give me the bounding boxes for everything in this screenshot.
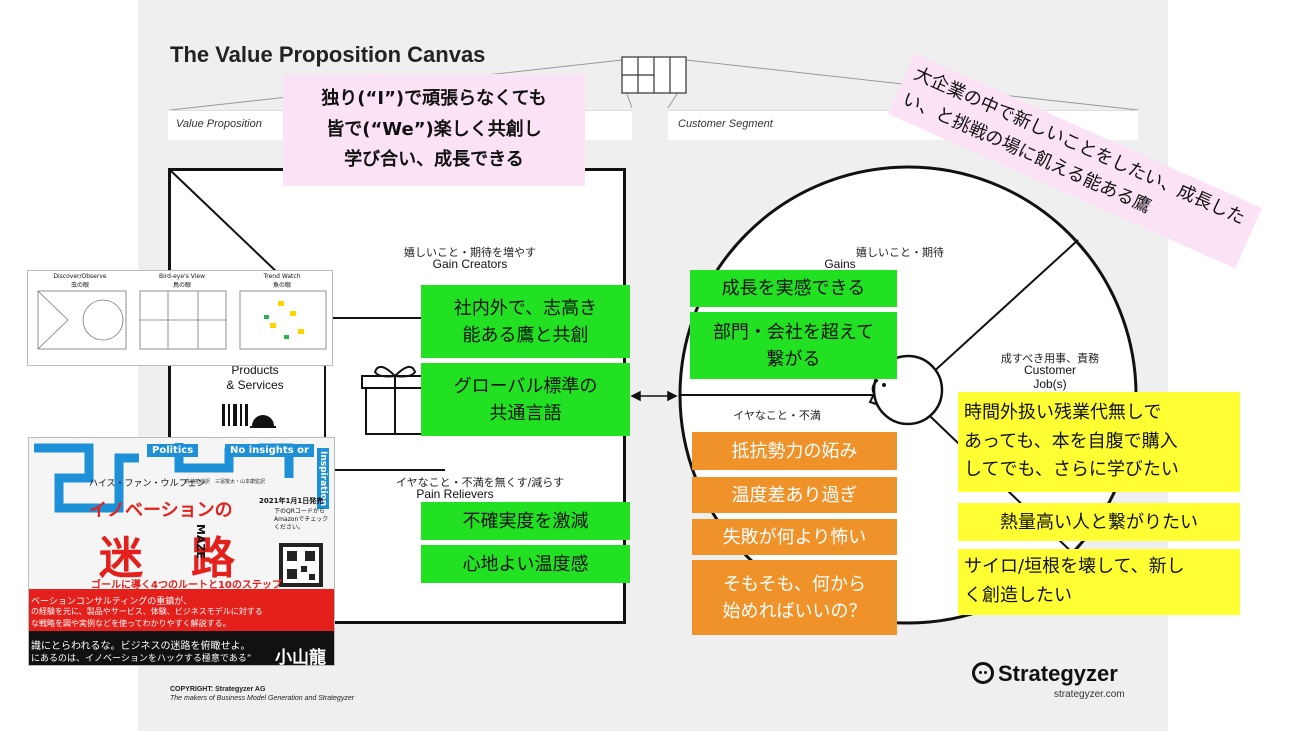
pain-note: 温度差あり過ぎ (692, 477, 897, 513)
job-note: 熱量高い人と繋がりたい (958, 503, 1240, 541)
book-cover: Politics No insights or Inspiration ハイス・… (28, 437, 335, 666)
book-tag-politics: Politics (147, 444, 199, 457)
thumb-panel-title: Bird-eye's View (159, 273, 205, 280)
customer-segment-label: Customer Segment (678, 118, 773, 130)
strategyzer-logo: Strategyzer (998, 661, 1118, 686)
footer-makers: The makers of Business Model Generation … (170, 695, 355, 702)
book-endorser: 小山龍介 (275, 648, 326, 666)
pain-relievers-label: Pain Relievers (416, 487, 494, 501)
products-services-label: Products & Services (226, 363, 284, 392)
strategyzer-logo-icon (972, 662, 994, 684)
maze-decoration (29, 443, 334, 665)
pain-note: そもそも、何から 始めればいいの？ (692, 560, 897, 635)
thumb-panel-sub: 虫の眼 (70, 282, 89, 289)
job-note: 時間外扱い残業代無しで あっても、本を自腹で購入 してでも、さらに学びたい (958, 392, 1240, 492)
book-translators: 高崎拓哉訳 三冨敬太・山本康監訳 (185, 479, 266, 485)
pain-note: 失敗が何より怖い (692, 519, 897, 555)
pain-reliever-note: 不確実度を激減 (421, 502, 630, 540)
jobs-label: Customer Job(s) (1023, 363, 1076, 392)
gain-note: 部門・会社を超えて 繋がる (690, 312, 897, 379)
gain-note: 成長を実感できる (690, 270, 897, 307)
gain-creator-note: 社内外で、志高き 能ある鷹と共創 (421, 285, 630, 358)
book-blurb: ベーションコンサルティングの重鎮が、 (31, 597, 193, 607)
book-tagline: ゴールに導く4つのルートと10のステップ (91, 580, 282, 591)
pain-note: 抵抗勢力の妬み (692, 432, 897, 470)
pain-relievers-jp-label: イヤなこと・不満を無くす/減らす (395, 476, 565, 489)
thumb-panel-title: Discover/Observe (53, 273, 107, 280)
product-note: グローバル標準の 共通言語 (421, 363, 630, 436)
thumb-panel-sub: 鳥の眼 (172, 282, 191, 289)
book-qr-text: 下のQRコードから Amazonでチェック ください。 (274, 508, 329, 531)
value-proposition-pink-note: 独り(“I”)で頑張らなくても 皆で(“We”)楽しく共創し 学び合い、成長でき… (283, 74, 585, 186)
book-subtitle: イノベーションの (89, 500, 233, 521)
book-release: 2021年1月1日発売 (259, 497, 324, 505)
gains-label: Gains (824, 257, 856, 271)
canvas-title: The Value Proposition Canvas (170, 42, 486, 67)
thumb-panel-sub: 魚の眼 (272, 282, 291, 289)
gain-creators-label: Gain Creators (432, 257, 508, 271)
three-eyes-thumbnail: Discover/Observe 虫の眼 Bird-eye's View 鳥の眼… (27, 270, 333, 366)
book-author: ハイス・ファン・ウルフェン (89, 479, 206, 489)
book-blurb: の経験を元に、製品やサービス、体験、ビジネスモデルに対する (31, 607, 263, 616)
strategyzer-url: strategyzer.com (1054, 689, 1125, 700)
footer-copyright: COPYRIGHT: Strategyzer AG (170, 686, 266, 693)
book-blurb: な戦略を図や実例などを使ってわかりやすく解説する。 (31, 619, 231, 628)
book-tag-no-insights: No insights or (225, 444, 314, 457)
book-quote: 識にとらわれるな。ビジネスの迷路を俯瞰せよ。 (31, 641, 251, 652)
value-proposition-label: Value Proposition (176, 118, 262, 130)
job-note: サイロ/垣根を壊して、新し く創造したい (958, 549, 1240, 615)
thumb-panel-title: Trend Watch (263, 273, 301, 280)
pain-reliever-note: 心地よい温度感 (421, 545, 630, 583)
thumb-drawings (37, 290, 327, 350)
jobs-jp-label: 成すべき用事、責務 (1000, 352, 1100, 365)
book-title: 迷 路 (99, 533, 237, 584)
gains-jp-label: 嬉しいこと・期待 (856, 246, 944, 259)
book-maze-en: MAZE (194, 524, 207, 559)
gain-creators-jp-label: 嬉しいこと・期待を増やす (404, 246, 536, 259)
pains-jp-label: イヤなこと・不満 (733, 409, 821, 422)
book-quote: にあるのは、イノベーションをハックする極意である” (31, 654, 252, 664)
